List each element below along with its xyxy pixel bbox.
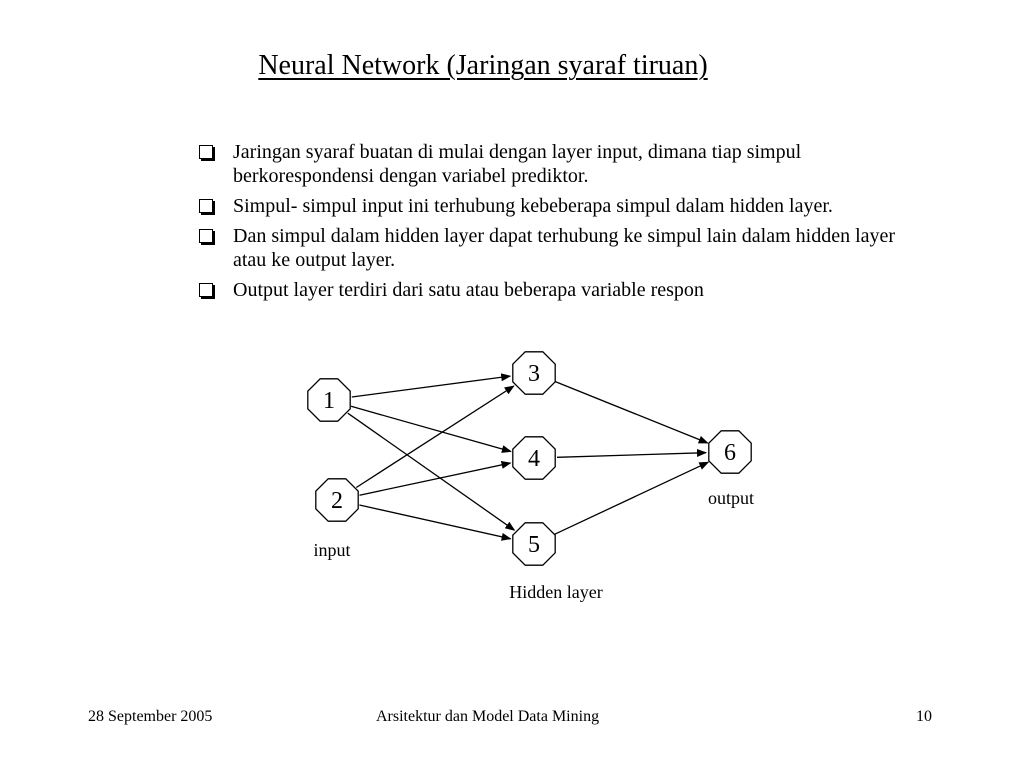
octagon-node-shape — [512, 436, 556, 480]
edge-4-to-6 — [556, 448, 707, 458]
node-2: 2 — [315, 478, 359, 522]
checkbox-bullet-icon — [199, 229, 213, 243]
edge-3-to-6 — [555, 380, 709, 444]
bullet-text: Dan simpul dalam hidden layer dapat terh… — [233, 225, 896, 271]
slide-title: Neural Network (Jaringan syaraf tiruan) — [258, 50, 708, 81]
bullet-item: Dan simpul dalam hidden layer dapat terh… — [197, 224, 897, 272]
checkbox-bullet-icon — [199, 199, 213, 213]
octagon-node-shape — [307, 378, 351, 422]
edge-2-to-4 — [359, 460, 512, 496]
bullet-item: Jaringan syaraf buatan di mulai dengan l… — [197, 140, 897, 188]
input-layer-label: input — [313, 540, 350, 560]
edge-2-to-5 — [359, 504, 512, 541]
edge-2-to-3 — [355, 385, 515, 489]
bullet-text: Output layer terdiri dari satu atau bebe… — [233, 279, 704, 301]
node-label: 6 — [724, 440, 736, 466]
bullet-list: Jaringan syaraf buatan di mulai dengan l… — [197, 140, 897, 308]
node-label: 3 — [528, 361, 540, 387]
footer-date: 28 September 2005 — [88, 708, 213, 725]
checkbox-bullet-icon — [199, 283, 213, 297]
bullet-text: Jaringan syaraf buatan di mulai dengan l… — [233, 141, 802, 187]
edge-1-to-5 — [347, 412, 516, 531]
node-1: 1 — [307, 378, 351, 422]
octagon-node-shape — [708, 430, 752, 474]
octagon-node-shape — [512, 351, 556, 395]
octagon-node-shape — [315, 478, 359, 522]
octagon-node-shape — [512, 522, 556, 566]
checkbox-bullet-icon — [199, 145, 213, 159]
node-label: 2 — [331, 488, 343, 514]
node-label: 5 — [528, 532, 540, 558]
node-label: 1 — [323, 388, 335, 414]
node-6: 6 — [708, 430, 752, 474]
bullet-text: Simpul- simpul input ini terhubung kebeb… — [233, 195, 833, 217]
bullet-item: Simpul- simpul input ini terhubung kebeb… — [197, 194, 897, 218]
node-3: 3 — [512, 351, 556, 395]
edge-1-to-3 — [351, 373, 512, 398]
edge-1-to-4 — [350, 405, 512, 453]
output-layer-label: output — [708, 488, 754, 508]
node-5: 5 — [512, 522, 556, 566]
bullet-item: Output layer terdiri dari satu atau bebe… — [197, 278, 897, 302]
edge-5-to-6 — [554, 461, 710, 535]
footer-course: Arsitektur dan Model Data Mining — [376, 708, 600, 725]
hidden-layer-label: Hidden layer — [509, 582, 602, 602]
node-label: 4 — [528, 446, 540, 472]
footer-page-number: 10 — [916, 708, 932, 725]
node-4: 4 — [512, 436, 556, 480]
